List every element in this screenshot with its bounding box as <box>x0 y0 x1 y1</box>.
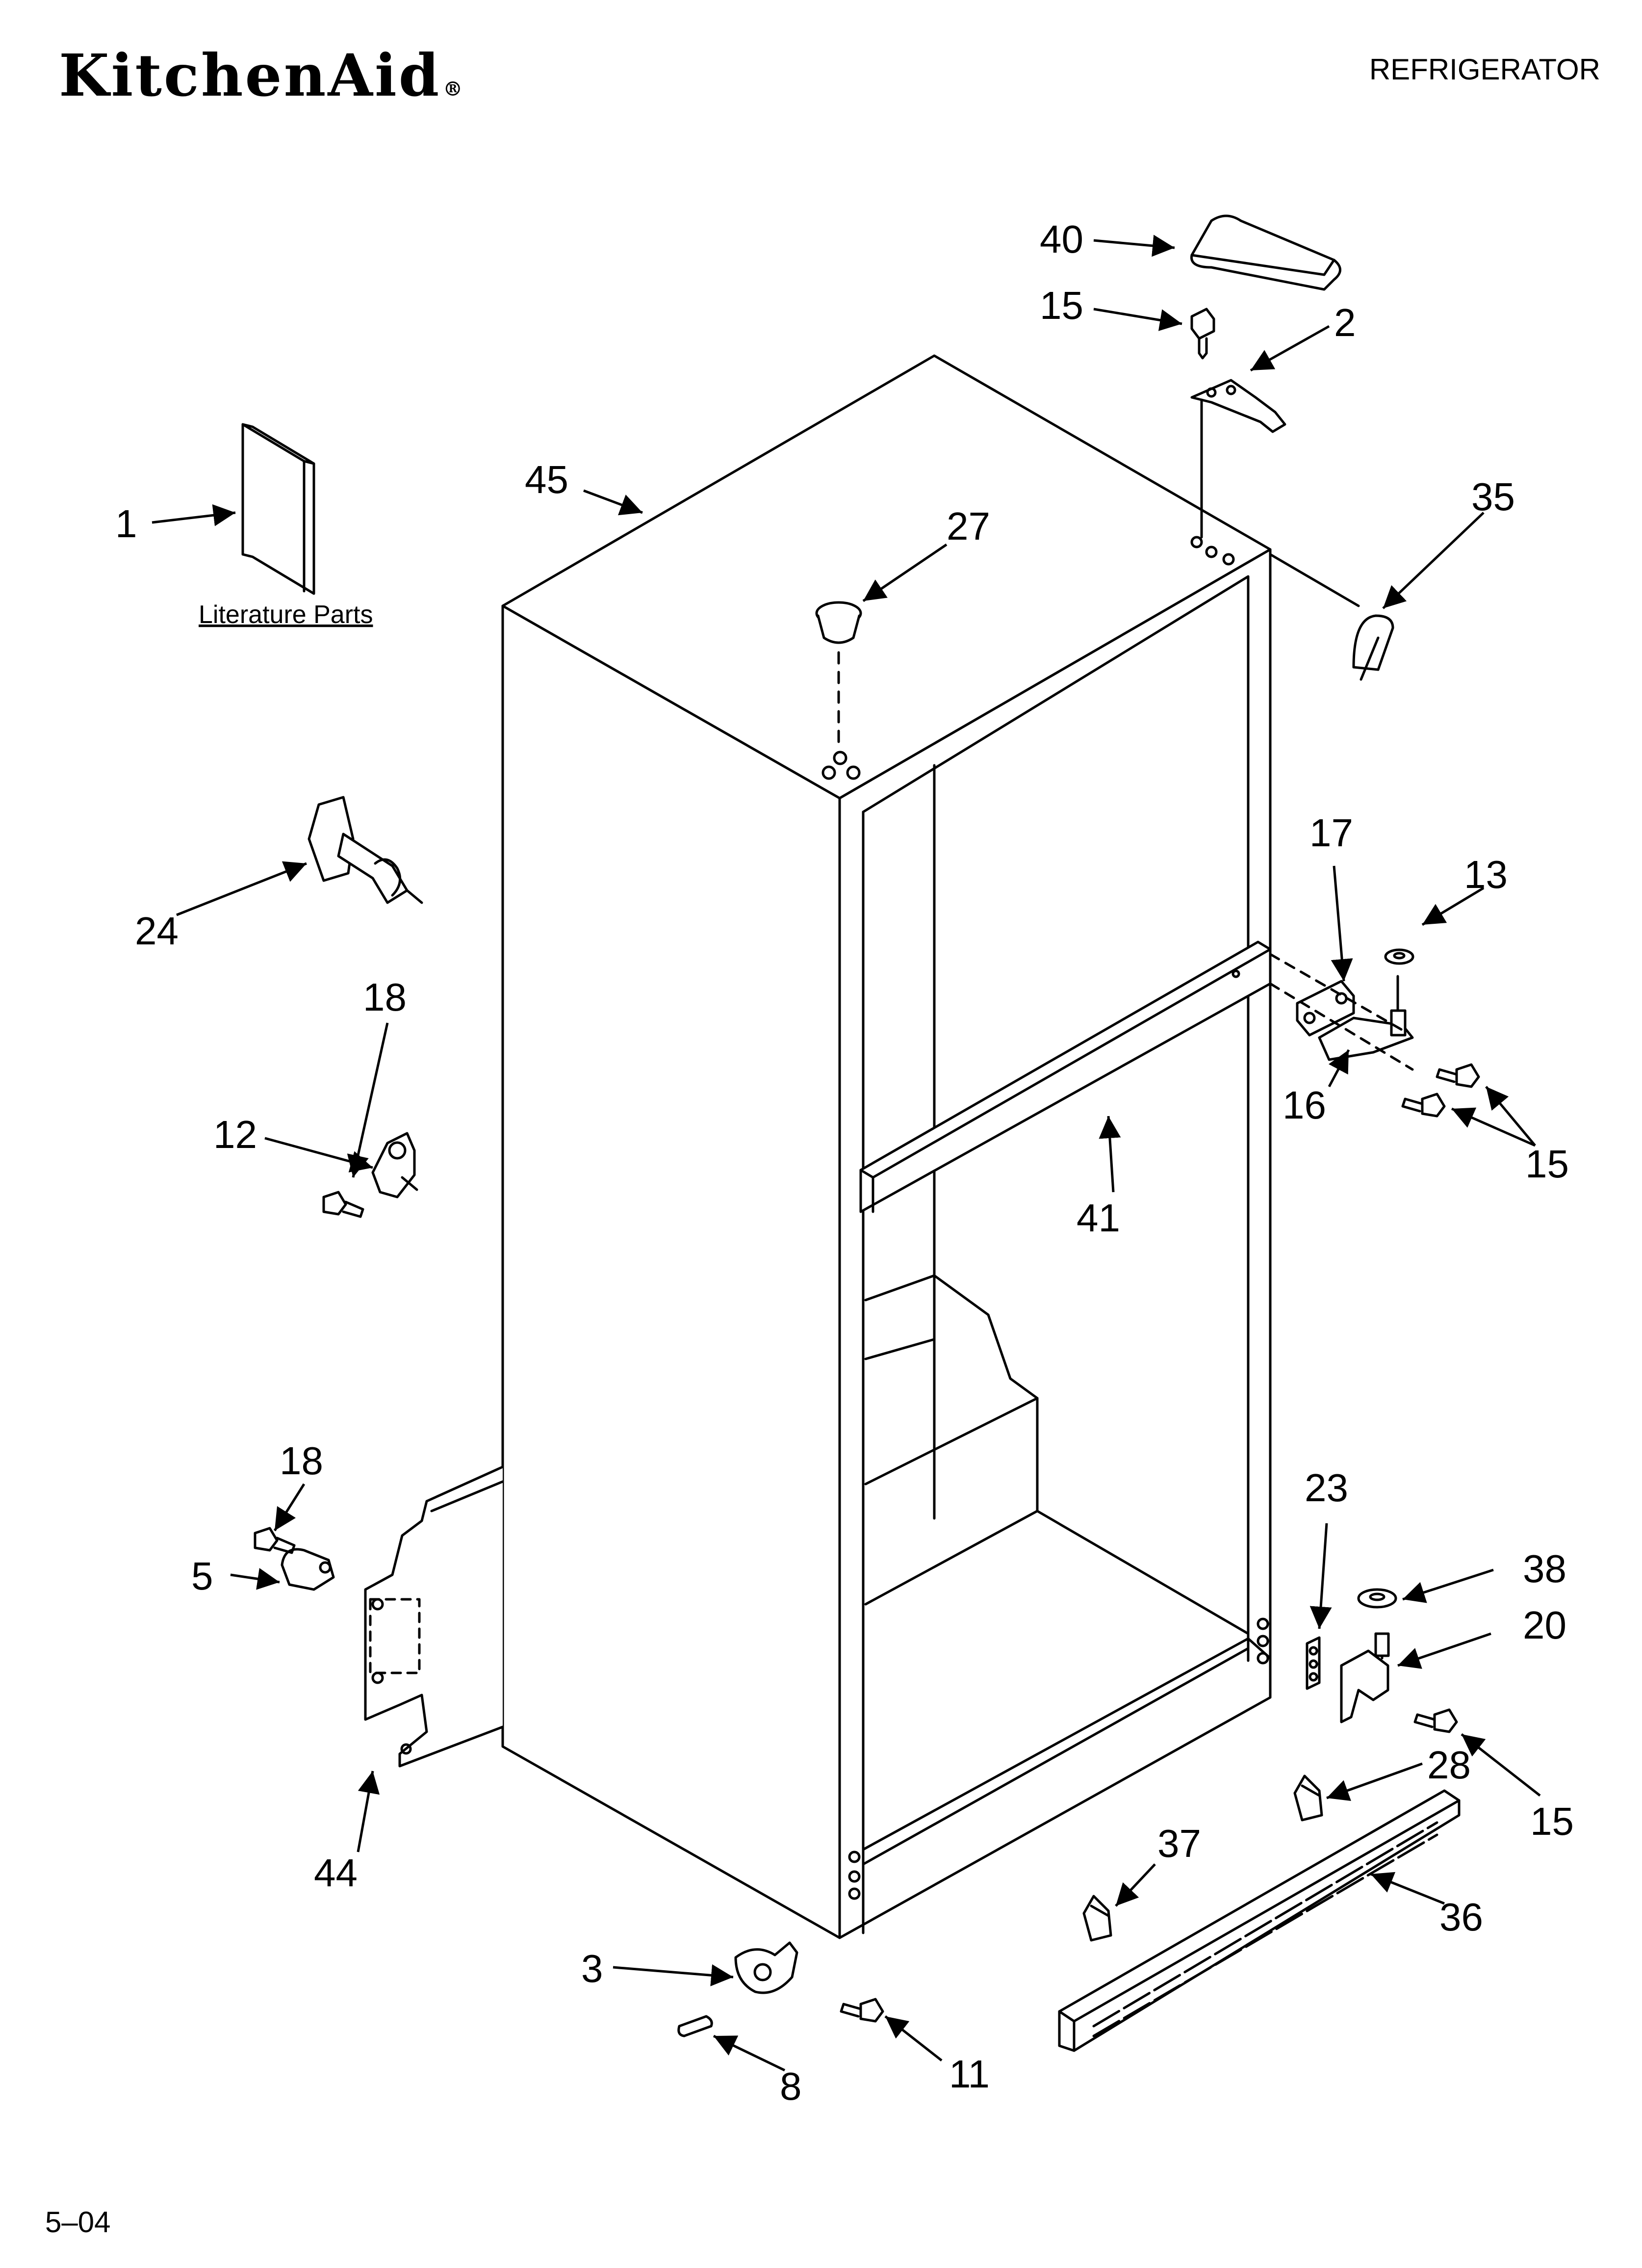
part-1-label: 1 <box>115 502 137 546</box>
revision-code: 5–04 <box>45 2206 111 2239</box>
part-15-top-label: 15 <box>1040 284 1083 327</box>
bottom-washer-part <box>1357 1588 1397 1609</box>
cord-clamp-part <box>281 1548 335 1591</box>
roller-axle-part <box>677 2015 713 2037</box>
part-27-label: 27 <box>947 504 990 548</box>
door-stop-part <box>308 796 423 904</box>
hinge-screw-top <box>1190 308 1215 360</box>
bottom-hinge-part <box>1340 1632 1390 1723</box>
part-13-label: 13 <box>1464 853 1508 896</box>
part-18-lower-label: 18 <box>280 1439 323 1483</box>
bottom-hinge-screw <box>1413 1708 1458 1733</box>
hinge-cover-part <box>1190 214 1341 291</box>
center-screw-guide <box>1269 982 1414 1071</box>
leader-arrows <box>152 235 1541 2072</box>
part-36-label: 36 <box>1439 1895 1483 1939</box>
part-40-label: 40 <box>1040 217 1083 261</box>
center-hinge-guide <box>1269 953 1404 1032</box>
cover-panel-part <box>364 1465 504 1768</box>
grille-clip-right <box>1293 1774 1323 1822</box>
part-28-label: 28 <box>1427 1743 1471 1787</box>
clamp-screw <box>254 1527 296 1554</box>
part-35-label: 35 <box>1471 475 1515 519</box>
center-hinge-screw-upper <box>1436 1063 1480 1088</box>
part-24-label: 24 <box>135 909 179 953</box>
part-8-label: 8 <box>780 2064 802 2108</box>
top-hinge-part <box>1190 379 1286 539</box>
part-3-label: 3 <box>581 1947 603 1990</box>
brand-logo: KitchenAid® <box>59 47 464 104</box>
document-type: REFRIGERATOR <box>1369 53 1600 86</box>
part-17-label: 17 <box>1309 811 1353 855</box>
door-closer-part <box>371 1132 418 1199</box>
part-41-label: 41 <box>1077 1196 1120 1240</box>
part-16-label: 16 <box>1283 1083 1326 1127</box>
plug-button-part <box>815 601 862 747</box>
refrigerator-cabinet <box>501 354 1272 1939</box>
part-38-label: 38 <box>1523 1547 1566 1590</box>
part-18-upper-label: 18 <box>363 975 407 1019</box>
center-washer-part <box>1384 948 1414 965</box>
hinge-cap-part <box>1269 553 1394 681</box>
part-44-label: 44 <box>314 1851 358 1895</box>
center-rail <box>859 940 1272 1213</box>
brand-name: KitchenAid <box>59 41 441 109</box>
literature-parts-caption: Literature Parts <box>199 600 373 629</box>
roller-bracket-part <box>734 1941 798 1994</box>
literature-parts-booklet <box>241 423 315 595</box>
center-hinge-screw-lower <box>1401 1093 1446 1118</box>
part-23-label: 23 <box>1305 1466 1348 1510</box>
closer-screw <box>322 1191 364 1218</box>
roller-screw-part <box>840 1998 884 2023</box>
registered-mark: ® <box>443 78 465 101</box>
part-number-labels: 1 45 27 40 15 2 35 24 18 12 41 17 13 16 … <box>115 217 1574 2108</box>
hinge-spacer-part <box>1306 1636 1321 1690</box>
grille-clip-left <box>1082 1895 1112 1942</box>
part-45-label: 45 <box>525 458 568 501</box>
part-15-middle-label: 15 <box>1525 1142 1569 1186</box>
part-12-label: 12 <box>213 1113 257 1156</box>
part-11-label: 11 <box>949 2052 990 2096</box>
part-5-label: 5 <box>191 1554 213 1598</box>
part-15-bottom-label: 15 <box>1530 1799 1574 1843</box>
part-20-label: 20 <box>1523 1603 1566 1647</box>
part-37-label: 37 <box>1157 1822 1201 1865</box>
part-2-label: 2 <box>1334 301 1356 344</box>
base-grille-part <box>1058 1789 1461 2052</box>
